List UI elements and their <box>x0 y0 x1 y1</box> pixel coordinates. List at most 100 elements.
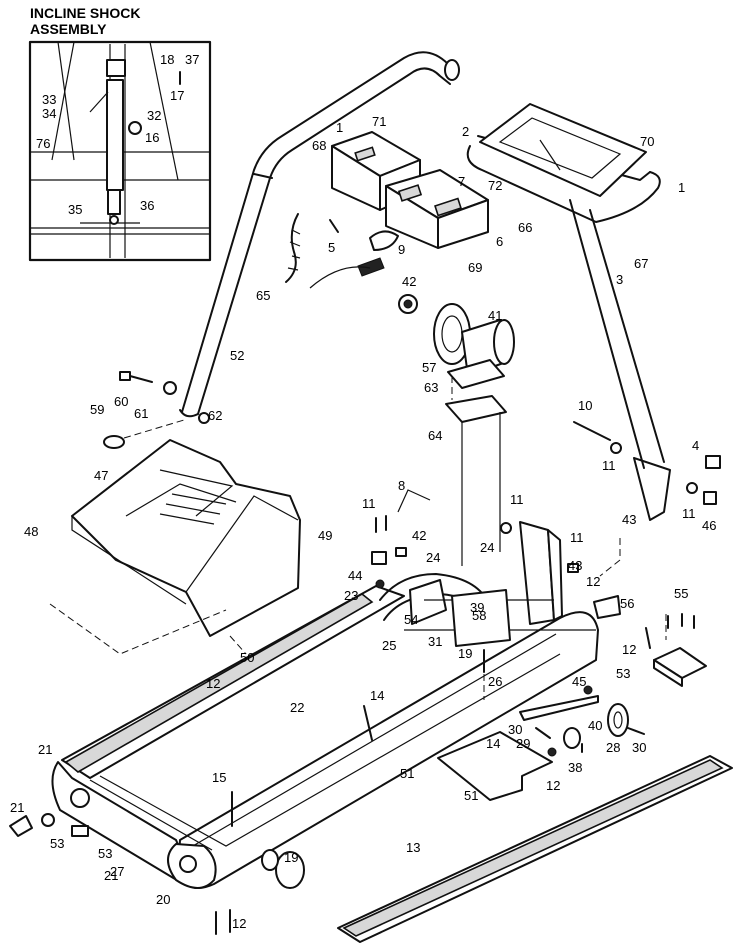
callout-1: 1 <box>336 120 343 135</box>
callout-31: 31 <box>428 634 442 649</box>
callout-20: 20 <box>156 892 170 907</box>
callout-77: 77 <box>0 0 14 3</box>
callout-4: 4 <box>692 438 699 453</box>
motor-assembly <box>398 294 515 566</box>
callout-7: 7 <box>458 174 465 189</box>
callout-74: 74 <box>0 0 14 3</box>
incline-shock-inset <box>28 40 212 262</box>
inset-callout-17: 17 <box>170 88 184 103</box>
callout-73: 73 <box>0 0 14 3</box>
callout-11: 11 <box>602 458 616 473</box>
callout-70: 70 <box>640 134 654 149</box>
inset-callout-76: 76 <box>36 136 50 151</box>
callout-38: 38 <box>568 760 582 775</box>
callout-13: 13 <box>406 840 420 855</box>
callout-49: 49 <box>318 528 332 543</box>
callout-1: 1 <box>678 180 685 195</box>
callout-51: 51 <box>464 788 478 803</box>
callout-54: 54 <box>404 612 418 627</box>
title-line-2: ASSEMBLY <box>30 21 107 37</box>
callout-21: 21 <box>10 800 24 815</box>
callout-12: 12 <box>546 778 560 793</box>
inset-callout-35: 35 <box>68 202 82 217</box>
callout-64: 64 <box>428 428 442 443</box>
callout-61: 61 <box>134 406 148 421</box>
callout-58: 58 <box>472 608 486 623</box>
callout-23: 23 <box>344 588 358 603</box>
callout-29: 29 <box>516 736 530 751</box>
callout-3: 3 <box>616 272 623 287</box>
callout-12: 12 <box>232 916 246 931</box>
callout-66: 66 <box>518 220 532 235</box>
callout-46: 46 <box>702 518 716 533</box>
callout-72: 72 <box>488 178 502 193</box>
inset-callout-18: 18 <box>160 52 174 67</box>
callout-26: 26 <box>488 674 502 689</box>
handlebar-frame <box>179 51 671 521</box>
callout-44: 44 <box>348 568 362 583</box>
inset-callout-33: 33 <box>42 92 56 107</box>
callout-55: 55 <box>674 586 688 601</box>
callout-71: 71 <box>372 114 386 129</box>
callout-40: 40 <box>588 718 602 733</box>
title-line-1: INCLINE SHOCK <box>30 5 140 21</box>
callout-53: 53 <box>616 666 630 681</box>
callout-65: 65 <box>256 288 270 303</box>
callout-52: 52 <box>230 348 244 363</box>
safety-key-cord <box>285 213 399 289</box>
callout-68: 68 <box>312 138 326 153</box>
inset-callout-16: 16 <box>145 130 159 145</box>
console-assembly <box>331 131 489 249</box>
callout-12: 12 <box>586 574 600 589</box>
callout-50: 50 <box>240 650 254 665</box>
callout-62: 62 <box>208 408 222 423</box>
callout-12: 12 <box>622 642 636 657</box>
callout-14: 14 <box>486 736 500 751</box>
callout-39: 39 <box>470 600 484 615</box>
callout-5: 5 <box>328 240 335 255</box>
callout-43: 43 <box>568 558 582 573</box>
callout-53: 53 <box>50 836 64 851</box>
callout-6: 6 <box>496 234 503 249</box>
callout-19: 19 <box>458 646 472 661</box>
callout-69: 69 <box>468 260 482 275</box>
callout-9: 9 <box>398 242 405 257</box>
callout-42: 42 <box>402 274 416 289</box>
callout-10: 10 <box>578 398 592 413</box>
callout-19: 19 <box>284 850 298 865</box>
callout-63: 63 <box>424 380 438 395</box>
callout-12: 12 <box>206 676 220 691</box>
callout-25: 25 <box>382 638 396 653</box>
inset-callout-34: 34 <box>42 106 56 121</box>
inset-callout-32: 32 <box>147 108 161 123</box>
callout-59: 59 <box>90 402 104 417</box>
callout-14: 14 <box>370 688 384 703</box>
callout-11: 11 <box>362 496 376 511</box>
callout-56: 56 <box>620 596 634 611</box>
callout-45: 45 <box>572 674 586 689</box>
callout-21: 21 <box>104 868 118 883</box>
callout-75: 75 <box>0 0 14 3</box>
callout-60: 60 <box>114 394 128 409</box>
callout-27: 27 <box>110 864 124 879</box>
callout-11: 11 <box>682 506 696 521</box>
callout-30: 30 <box>632 740 646 755</box>
callout-79: 79 <box>0 0 14 3</box>
callout-28: 28 <box>606 740 620 755</box>
callout-21: 21 <box>38 742 52 757</box>
callout-43: 43 <box>622 512 636 527</box>
callout-11: 11 <box>510 492 524 507</box>
motor-hood <box>71 419 301 637</box>
callout-57: 57 <box>422 360 436 375</box>
callout-24: 24 <box>426 550 440 565</box>
inset-callout-36: 36 <box>140 198 154 213</box>
callout-22: 22 <box>290 700 304 715</box>
callout-24: 24 <box>480 540 494 555</box>
callout-2: 2 <box>462 124 469 139</box>
guide-lines <box>49 376 667 655</box>
callout-30: 30 <box>508 722 522 737</box>
callout-72: 72 <box>0 0 14 3</box>
inset-callout-37: 37 <box>185 52 199 67</box>
